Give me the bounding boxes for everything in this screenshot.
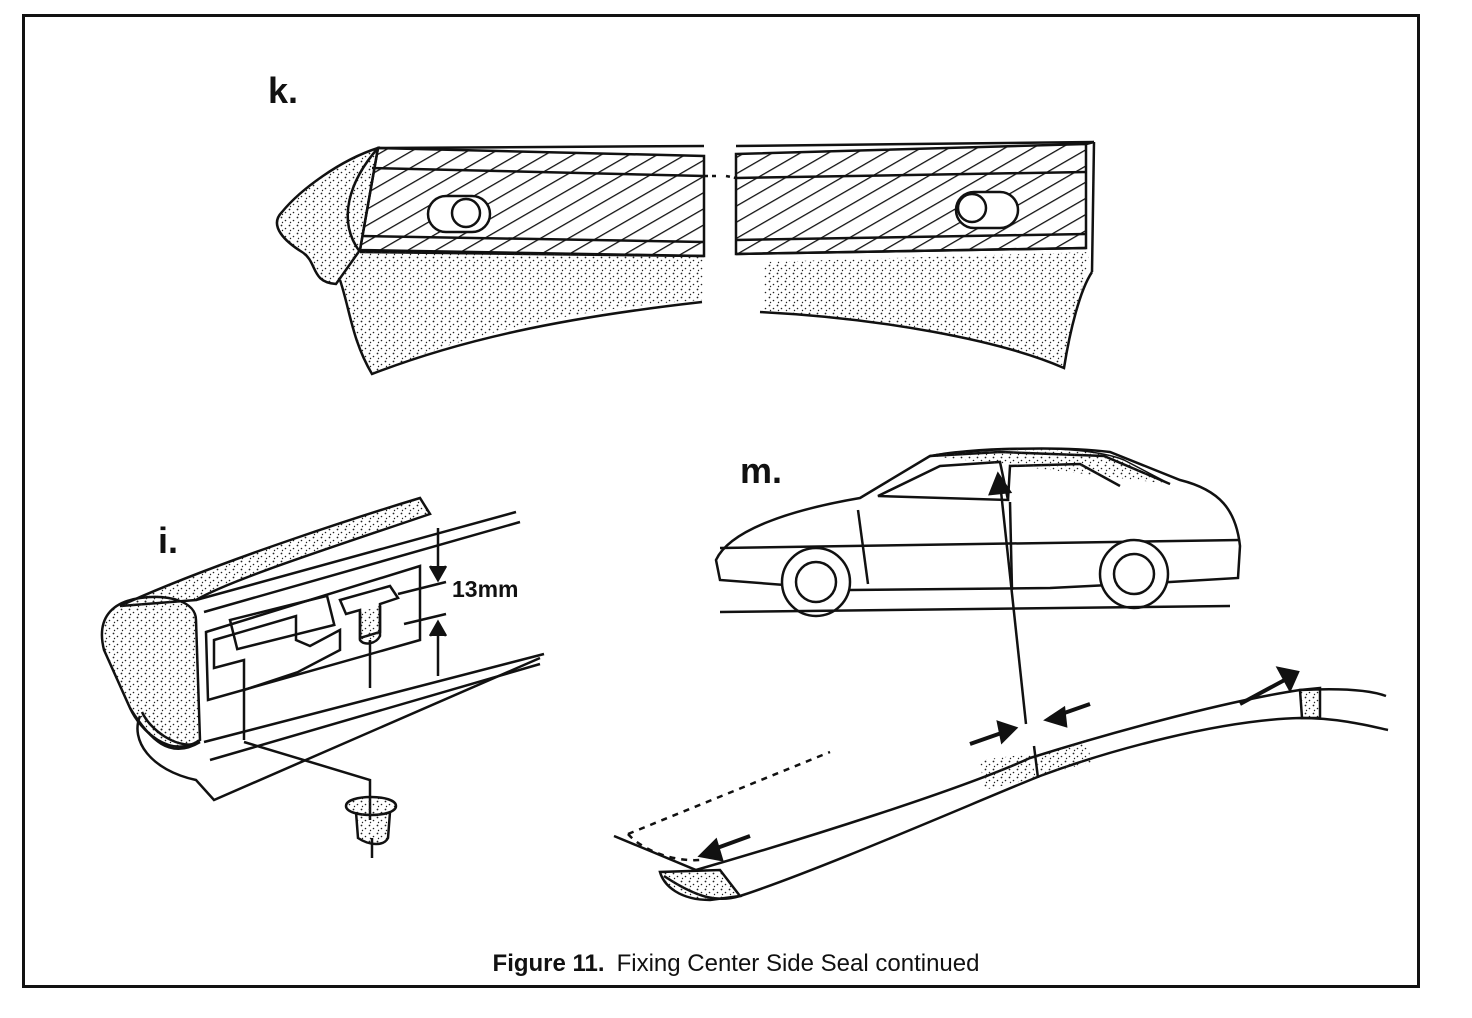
panel-k-seal-diagram [275,140,1096,376]
figure-caption: Figure 11. Fixing Center Side Seal contin… [0,950,1472,978]
panel-m-label: m. [740,450,783,491]
panel-k-label: k. [268,70,299,111]
figure-frame [22,14,1420,988]
panel-i-label: i. [158,520,179,561]
figure-number: Figure 11. [492,950,605,977]
figure-caption-text: Fixing Center Side Seal continued [616,950,980,977]
panel-i-seal-clip-diagram [100,496,545,858]
panel-m-car-and-seal-diagram [613,447,1389,902]
dimension-label: 13mm [452,576,519,602]
